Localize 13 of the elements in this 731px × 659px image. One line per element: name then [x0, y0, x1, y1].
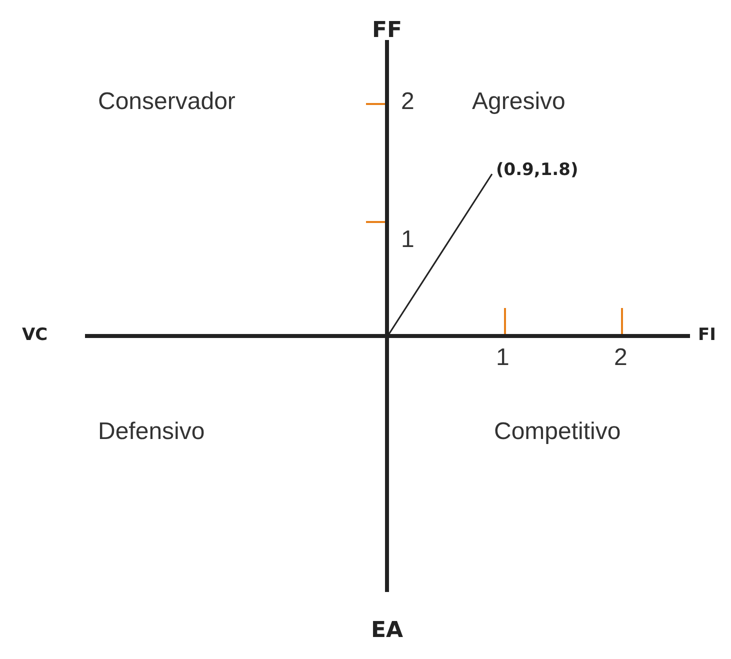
axis-label: VC — [22, 327, 48, 344]
point-label: (0.9,1.8) — [496, 162, 578, 179]
quadrant-label: Agresivo — [472, 90, 566, 114]
quadrant-label: Competitivo — [494, 420, 621, 444]
tick-label: 1 — [496, 346, 510, 370]
tick-label: 2 — [401, 90, 414, 114]
tick-label: 1 — [401, 228, 414, 252]
quadrant-label: Defensivo — [98, 420, 205, 444]
quadrant-label: Conservador — [98, 90, 236, 114]
axis-label: FI — [698, 327, 716, 344]
axis-label: EA — [370, 620, 404, 642]
axis-label: FF — [372, 20, 402, 42]
tick-label: 2 — [614, 346, 628, 370]
